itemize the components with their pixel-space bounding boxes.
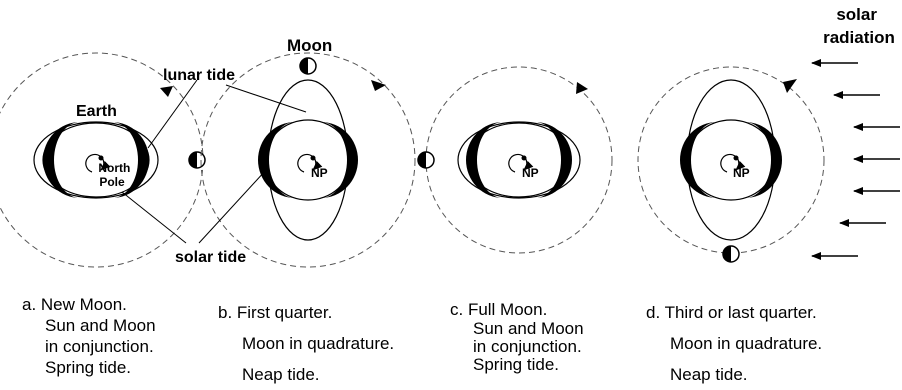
lunar-tide-bulge (686, 79, 776, 241)
solar-tide-leader (198, 169, 267, 244)
moon-shadow (418, 152, 426, 168)
caption-line: Spring tide. (45, 358, 131, 377)
panel-d: NP (637, 66, 825, 263)
moon-shadow (723, 246, 731, 262)
caption-line: Moon in quadrature. (670, 334, 823, 353)
lunar-tide-leader (225, 84, 307, 113)
lunar-tide-leader (147, 79, 198, 149)
lunar-tide-label: lunar tide (163, 67, 235, 84)
radiation-arrows (811, 59, 900, 260)
solar-tide-bulge (264, 119, 352, 201)
earth-shadow-left (258, 122, 295, 198)
caption-c: c. Full Moon. Sun and Moon in conjunctio… (450, 299, 584, 374)
caption-line: Neap tide. (242, 365, 320, 384)
orbit-direction-arrow (576, 82, 588, 94)
moon-orbit (425, 66, 613, 254)
rotation-arrow (508, 153, 534, 173)
lunar-tide-bulge (267, 79, 349, 241)
caption-line: in conjunction. (473, 337, 582, 356)
caption-line: c. Full Moon. (450, 300, 548, 319)
earth-shadow-right (321, 122, 358, 198)
caption-line: Moon in quadrature. (242, 334, 395, 353)
caption-line: d. Third or last quarter. (646, 303, 817, 322)
caption-b: b. First quarter. Moon in quadrature. Ne… (218, 302, 394, 385)
rotation-arrow (85, 153, 111, 173)
caption-line: Spring tide. (473, 355, 559, 374)
orbit-direction-arrow (160, 86, 173, 97)
moon-shadow (189, 152, 197, 168)
earth-shadow-right (112, 122, 149, 198)
rotation-arrow (297, 153, 323, 173)
north-pole-label: North Pole (98, 161, 133, 189)
earth-shadow-right (745, 122, 782, 198)
moon-shadow (300, 58, 308, 74)
north-pole-dot (521, 155, 527, 161)
rotation-arrow (720, 153, 746, 173)
lunar-tide-bulge (33, 121, 159, 199)
orbit-direction-arrow (783, 79, 797, 93)
caption-a: a. New Moon. Sun and Moon in conjunction… (22, 294, 156, 378)
earth-label: Earth (76, 103, 117, 120)
moon-orbit (637, 66, 825, 254)
earth-shadow-left (680, 122, 717, 198)
solar-radiation: solar radiation (811, 5, 900, 260)
np-label: NP (311, 166, 328, 180)
orbit-direction-arrow (371, 80, 386, 91)
caption-line: b. First quarter. (218, 303, 333, 322)
caption-line: Sun and Moon (473, 319, 584, 338)
panel-a: North Pole Earth (0, 52, 206, 268)
caption-line: in conjunction. (45, 337, 154, 356)
solar-tide-bulge (686, 119, 776, 201)
solar-radiation-label: solar radiation (823, 5, 895, 47)
panel-b: NP Moon (198, 36, 416, 268)
earth-shadow-left (466, 122, 503, 198)
panel-c: NP (417, 66, 613, 254)
np-label: NP (522, 166, 539, 180)
caption-d: d. Third or last quarter. Moon in quadra… (646, 302, 822, 385)
caption-line: a. New Moon. (22, 295, 127, 314)
moon-orbit (200, 52, 416, 268)
earth-shadow-right (535, 122, 572, 198)
caption-line: Neap tide. (670, 365, 748, 384)
solar-tide-leader (121, 191, 187, 244)
np-label: NP (733, 166, 750, 180)
north-pole-dot (98, 155, 104, 161)
earth-shadow-left (43, 122, 80, 198)
caption-line: Sun and Moon (45, 316, 156, 335)
solar-tide-label: solar tide (175, 249, 246, 266)
north-pole-dot (310, 155, 316, 161)
north-pole-dot (733, 155, 739, 161)
lunar-tide-bulge (457, 121, 581, 199)
moon-label: Moon (287, 36, 332, 55)
